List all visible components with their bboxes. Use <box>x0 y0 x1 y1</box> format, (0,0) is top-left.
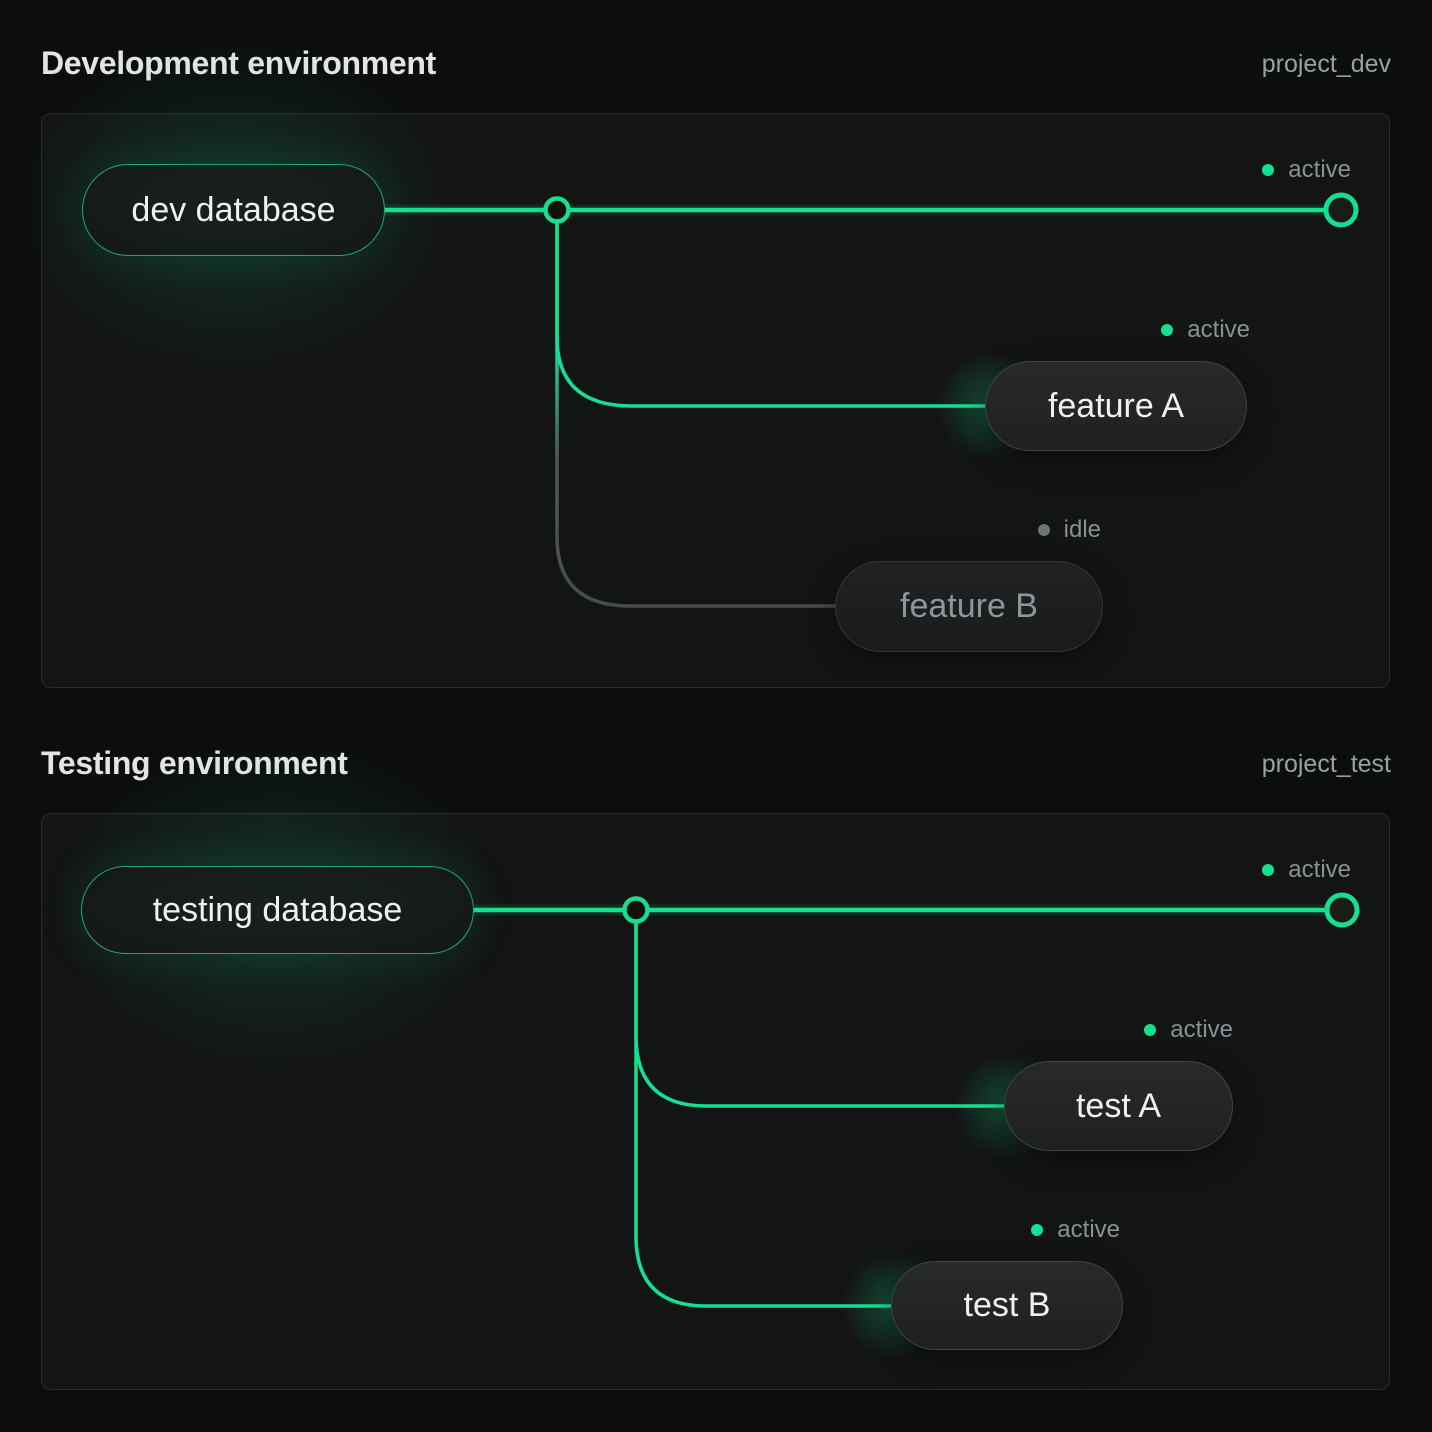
project-name-test: project_test <box>1261 750 1391 778</box>
status-label: active <box>1057 1216 1120 1243</box>
node-label: feature B <box>900 587 1038 625</box>
node-test-b[interactable]: test B <box>891 1261 1123 1350</box>
status-dot-icon <box>1037 524 1050 536</box>
node-test-a[interactable]: test A <box>1004 1061 1233 1151</box>
node-label: testing database <box>152 890 403 929</box>
status-badge-dev-main: active <box>1262 155 1351 185</box>
status-label: active <box>1288 156 1351 183</box>
status-dot-icon <box>1031 1224 1044 1236</box>
node-label: test A <box>1075 1086 1162 1125</box>
status-label: active <box>1187 316 1250 343</box>
status-badge-test-a: active <box>1144 1015 1233 1045</box>
status-dot-icon <box>1262 164 1275 176</box>
status-badge-test-b: active <box>1031 1215 1120 1245</box>
node-dev-database[interactable]: dev database <box>82 164 385 256</box>
status-dot-icon <box>1262 864 1275 876</box>
status-dot-icon <box>1161 324 1174 336</box>
status-badge-feature-b: idle <box>1037 515 1101 545</box>
section-title-development: Development environment <box>41 45 436 81</box>
node-label: test B <box>963 1286 1051 1324</box>
status-badge-test-main: active <box>1262 855 1351 885</box>
status-label: active <box>1288 856 1351 883</box>
status-dot-icon <box>1144 1024 1157 1036</box>
status-label: active <box>1170 1016 1233 1043</box>
status-badge-feature-a: active <box>1161 315 1250 345</box>
node-feature-a[interactable]: feature A <box>985 361 1247 451</box>
node-feature-b[interactable]: feature B <box>835 561 1103 652</box>
node-testing-database[interactable]: testing database <box>81 866 474 954</box>
node-label: dev database <box>131 190 336 229</box>
project-name-dev: project_dev <box>1261 50 1391 78</box>
status-label: idle <box>1063 516 1101 543</box>
node-label: feature A <box>1047 386 1185 425</box>
section-title-testing: Testing environment <box>41 745 348 781</box>
